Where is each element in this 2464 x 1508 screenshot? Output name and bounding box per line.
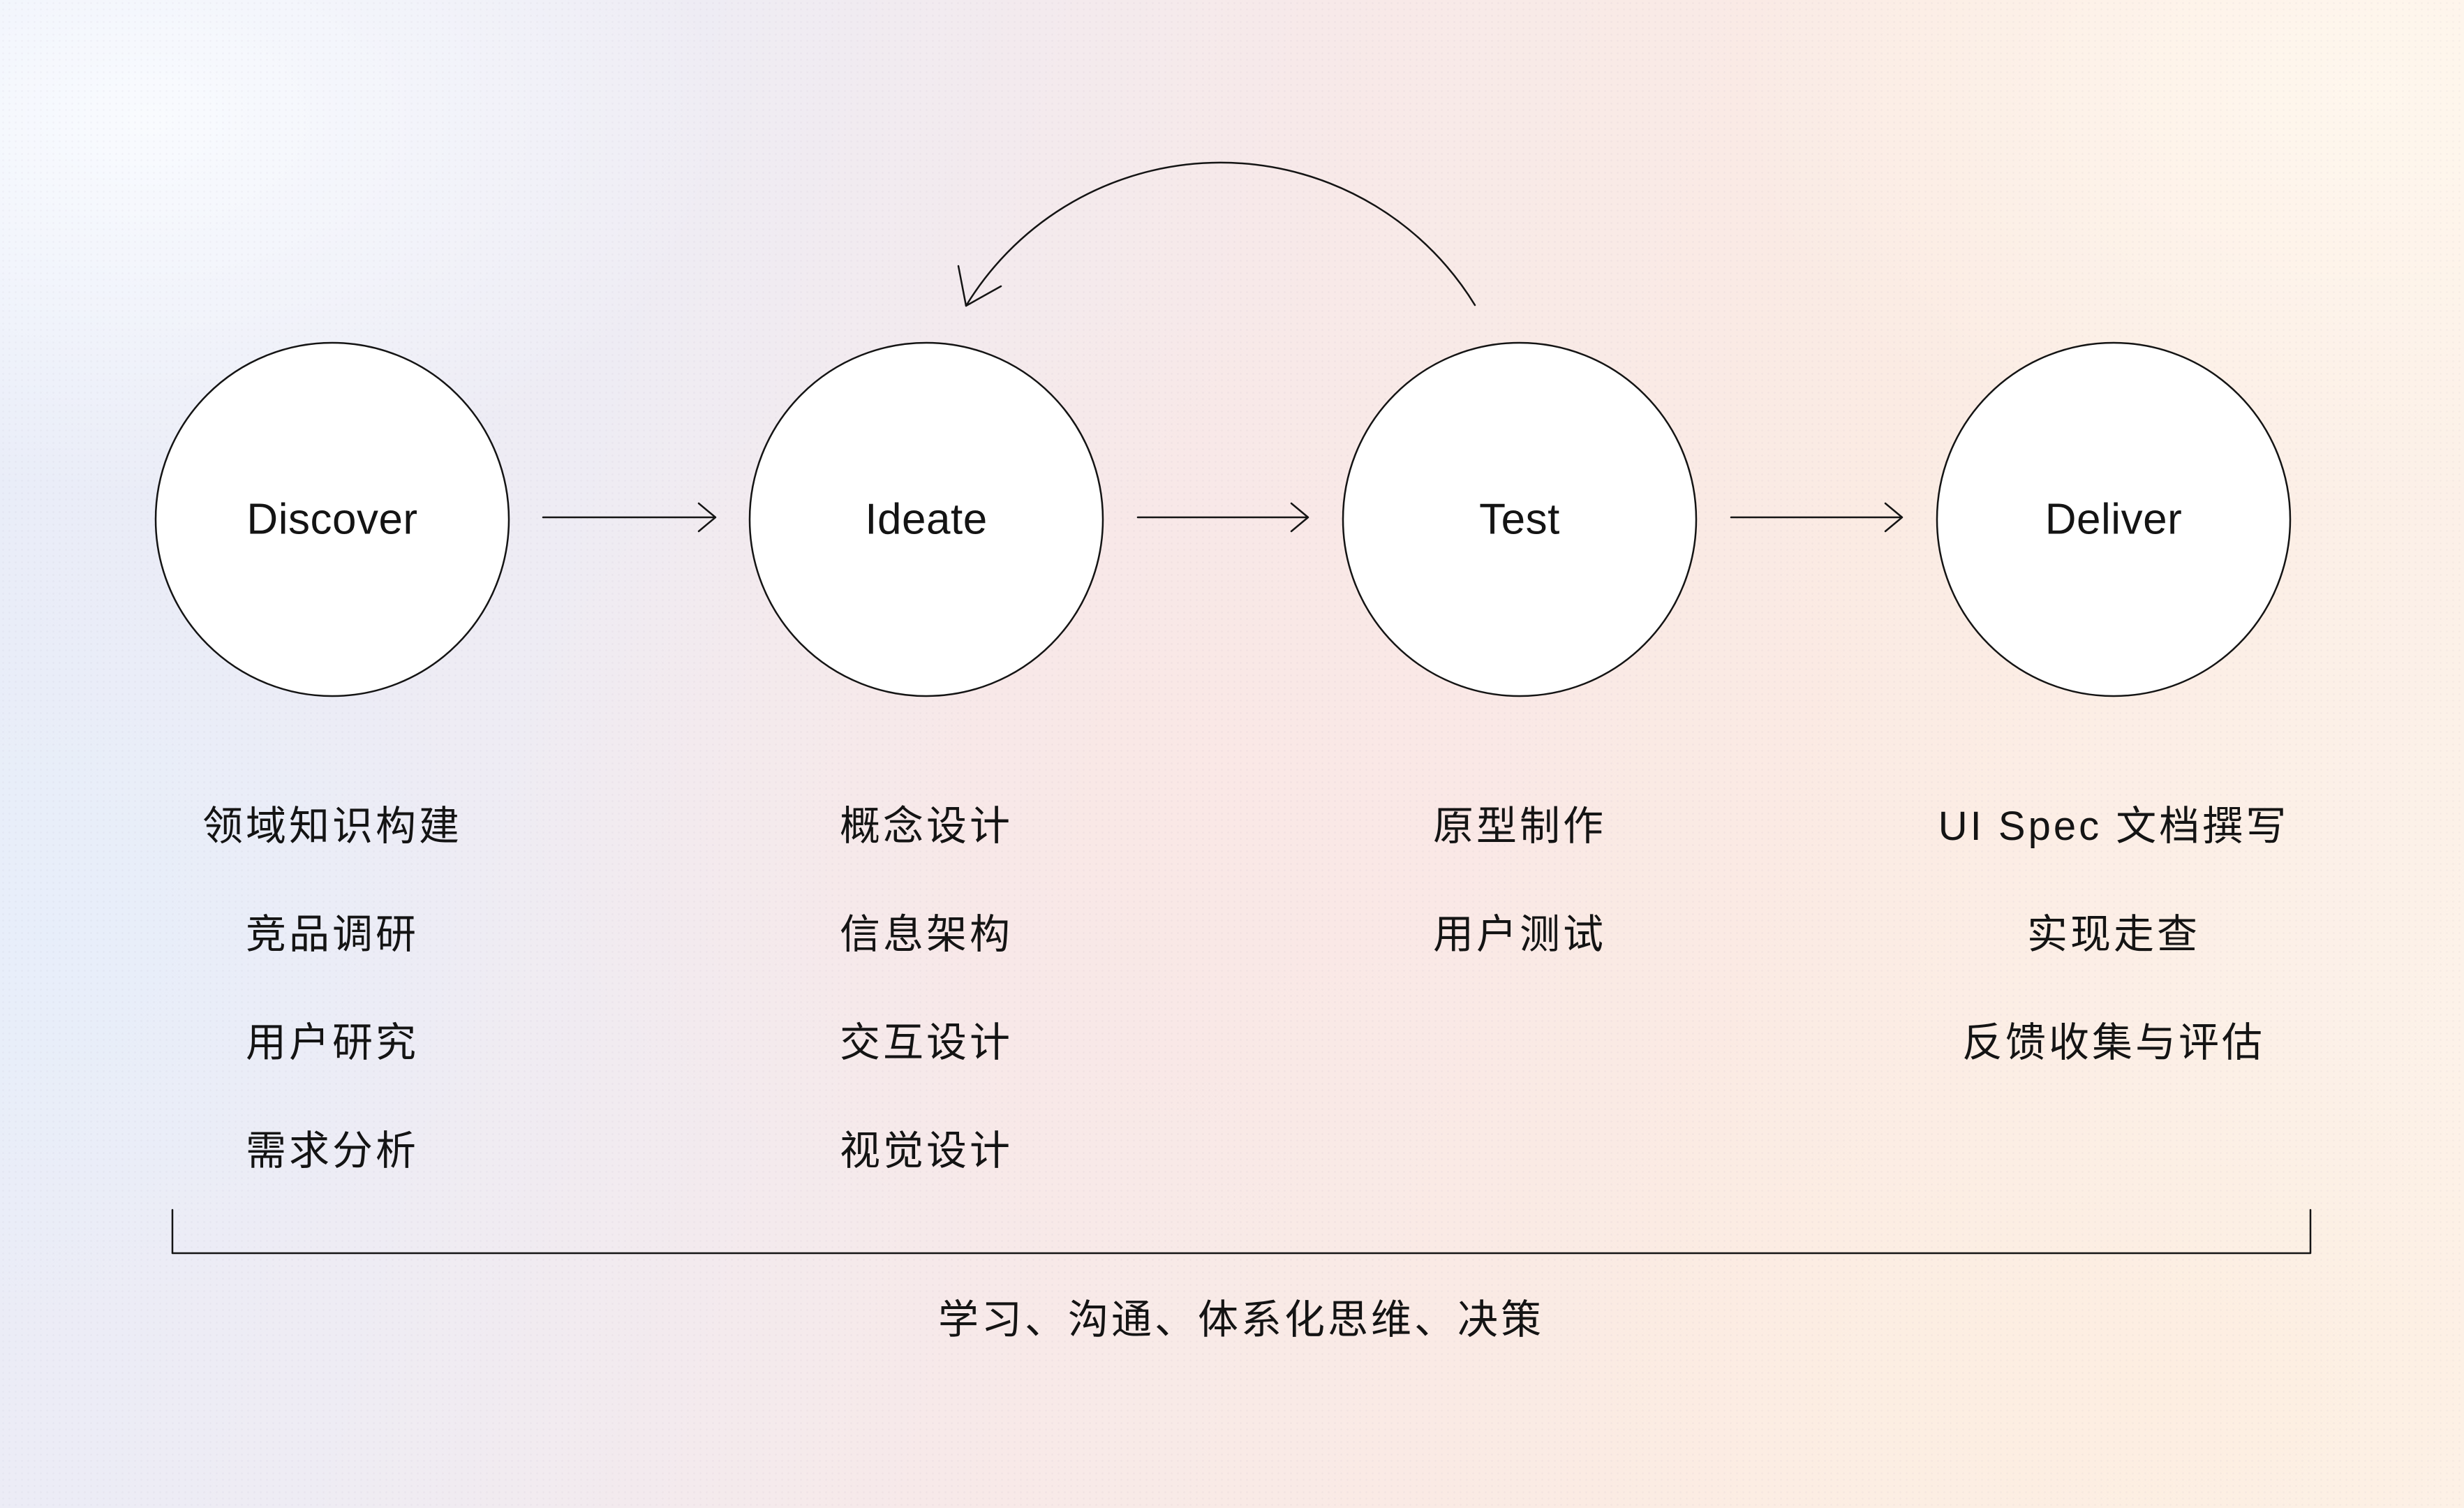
scope-bracket [171, 1208, 2312, 1255]
activity-item: UI Spec 文档撰写 [1938, 804, 2289, 849]
activity-item: 用户测试 [1432, 912, 1607, 957]
activity-item: 交互设计 [839, 1020, 1014, 1065]
activity-item: 用户研究 [245, 1020, 420, 1065]
phase-label-deliver: Deliver [2044, 495, 2183, 544]
flow-arrow-discover-to-ideate [542, 502, 717, 533]
activity-item: 实现走查 [2026, 912, 2201, 957]
phase-label-ideate: Ideate [865, 495, 988, 544]
flow-arrow-test-to-deliver [1730, 502, 1903, 533]
activity-item: 原型制作 [1432, 804, 1607, 849]
phase-circle-discover [154, 341, 510, 697]
activity-item: 反馈收集与评估 [1961, 1020, 2266, 1065]
loop-arrow-arrowhead [957, 265, 1002, 307]
phase-label-discover: Discover [246, 495, 418, 544]
activity-item: 竞品调研 [245, 912, 420, 957]
loop-arrow-test-to-ideate [965, 161, 1476, 307]
phase-circle-test [1342, 341, 1698, 697]
phase-circle-deliver [1936, 341, 2292, 697]
activity-item: 领域知识构建 [202, 804, 463, 849]
flow-arrow-ideate-to-test [1136, 502, 1309, 533]
activity-item: 信息架构 [839, 912, 1014, 957]
phase-circle-ideate [748, 341, 1104, 697]
phase-label-test: Test [1479, 495, 1560, 544]
bottom-skills-label: 学习、沟通、体系化思维、决策 [937, 1297, 1545, 1343]
activity-item: 概念设计 [839, 804, 1014, 849]
activity-item: 视觉设计 [839, 1128, 1014, 1174]
activity-item: 需求分析 [245, 1128, 420, 1174]
